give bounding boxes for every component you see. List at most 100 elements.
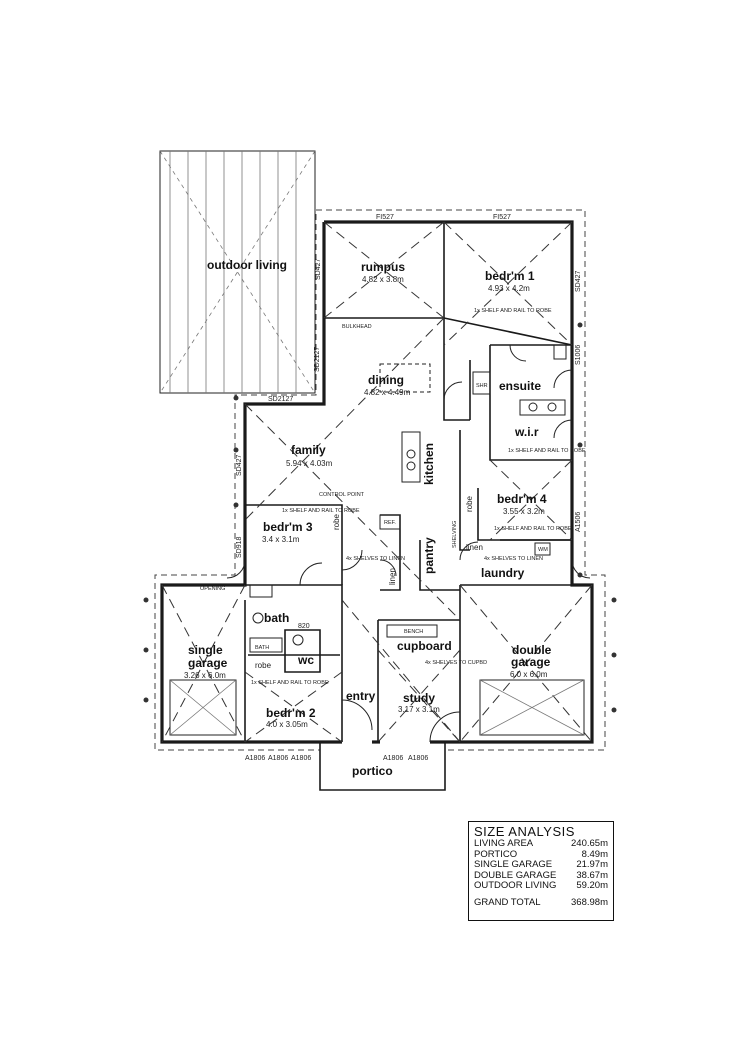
win-family-top: SD2127	[268, 396, 293, 403]
size-row-label: SINGLE GARAGE	[474, 859, 553, 870]
size-row: DOUBLE GARAGE 38.67m	[474, 869, 608, 882]
label-portico: portico	[352, 764, 393, 778]
label-cupboard: cupboard	[397, 639, 452, 653]
note-control-point: CONTROL POINT	[319, 492, 365, 498]
door-820: 820	[298, 623, 310, 630]
size-dining: 4.82 x 4.49m	[364, 388, 411, 397]
label-linen: linen	[466, 543, 483, 552]
size-row: OUTDOOR LIVING 59.20m	[474, 880, 608, 892]
win-rumpus-side: SD2127	[314, 347, 321, 372]
label-kitchen: kitchen	[422, 443, 436, 485]
label-wir: w.i.r	[514, 425, 539, 439]
bath-tub	[249, 637, 283, 653]
size-analysis-table: SIZE ANALYSIS LIVING AREA 240.65m PORTIC…	[468, 821, 614, 921]
size-row-label: LIVING AREA	[474, 838, 534, 849]
fixtures	[249, 344, 567, 653]
door-swings	[226, 344, 591, 743]
interior-walls	[244, 222, 592, 742]
label-rumpus: rumpus	[361, 260, 405, 274]
size-family: 5.94 x 4.03m	[286, 459, 333, 468]
label-double-garage-1: double	[512, 643, 552, 657]
label-ensuite: ensuite	[499, 379, 541, 393]
size-row-value: 240.65m	[571, 838, 608, 849]
size-row-label: PORTICO	[474, 848, 518, 860]
note-bench: BENCH	[404, 629, 423, 635]
vanity	[519, 399, 566, 416]
label-wc: wc	[297, 653, 314, 667]
win-front-3: A1806	[291, 755, 311, 762]
win-bed3-side: SD918	[236, 536, 243, 558]
size-total-label: GRAND TOTAL	[474, 896, 541, 908]
size-single-garage: 3.26 x 6.0m	[184, 671, 226, 680]
win-front-4: A1806	[383, 755, 403, 762]
note-bath: BATH	[255, 645, 269, 651]
fridge	[379, 514, 401, 530]
win-front-1: A1806	[245, 755, 265, 762]
note-robe-shelf-4: 1x SHELF AND RAIL TO ROBE	[251, 680, 329, 686]
label-outdoor-living: outdoor living	[207, 258, 287, 272]
size-analysis-title: SIZE ANALYSIS	[474, 824, 575, 839]
note-shr: SHR	[476, 383, 488, 389]
label-robe-bed3: robe	[332, 513, 341, 530]
note-robe-shelf-5: 1x SHELF AND RAIL TO ROBE	[474, 308, 552, 314]
label-shelving: SHELVING	[452, 521, 458, 548]
note-bulkhead: BULKHEAD	[342, 324, 372, 330]
win-ensuite-side: S1006	[575, 345, 582, 365]
label-bedroom1: bedr'm 1	[485, 269, 535, 283]
win-family-side: SD427	[236, 454, 243, 476]
size-rumpus: 4.82 x 3.8m	[362, 275, 404, 284]
win-top-right: FI527	[493, 214, 511, 221]
room-labels: outdoor living rumpus 4.82 x 3.8m bedr'm…	[184, 258, 552, 778]
win-front-5: A1806	[408, 755, 428, 762]
label-entry: entry	[346, 689, 376, 703]
size-row-value: 59.20m	[576, 880, 608, 891]
note-shelves-cupbd: 4x SHELVES TO CUPBD	[425, 660, 487, 666]
toilet	[292, 634, 304, 646]
bench	[386, 624, 438, 638]
note-opening: OPENING	[200, 586, 225, 592]
size-row-label: OUTDOOR LIVING	[474, 880, 557, 891]
label-study: study	[403, 691, 435, 705]
size-bedroom1: 4.93 x 4.2m	[488, 284, 530, 293]
label-linen-2: linen	[388, 568, 397, 585]
win-bed1-side: SD427	[575, 270, 582, 292]
note-ref: REF.	[384, 520, 396, 526]
boundary-markers	[143, 322, 617, 713]
size-total-row: GRAND TOTAL 368.98m	[474, 896, 608, 909]
label-double-garage-2: garage	[511, 655, 551, 669]
size-double-garage: 6.0 x 6.0m	[510, 670, 548, 679]
size-bedroom4: 3.55 x 3.2m	[503, 507, 545, 516]
label-laundry: laundry	[481, 566, 525, 580]
kitchen-island	[401, 431, 421, 483]
label-pantry: pantry	[422, 537, 436, 574]
label-dining: dining	[368, 373, 404, 387]
win-outdoor-side: SD427	[315, 258, 322, 280]
notes: OPENING BATH SHR REF. WM BENCH 1x SHELF …	[200, 308, 586, 686]
shower	[472, 371, 491, 395]
note-robe-shelf-1: 1x SHELF AND RAIL TO ROBE	[282, 508, 360, 514]
size-row: PORTICO 8.49m	[474, 848, 608, 861]
size-study: 3.17 x 3.1m	[398, 705, 440, 714]
note-shelves-linen-2: 4x SHELVES TO LINEN	[484, 556, 543, 562]
label-robe-bed4: robe	[465, 495, 474, 512]
size-row-value: 21.97m	[576, 859, 608, 870]
size-row: SINGLE GARAGE 21.97m	[474, 859, 608, 871]
washing-machine	[534, 542, 551, 556]
note-wm: WM	[538, 547, 548, 553]
size-row-value: 8.49m	[581, 848, 608, 860]
window-codes: FI527 FI527 SD2127 SD2127 SD427 SD427 SD…	[236, 214, 582, 762]
win-top-left: FI527	[376, 214, 394, 221]
label-bedroom4: bedr'm 4	[497, 492, 547, 506]
size-row-label: DOUBLE GARAGE	[474, 869, 557, 881]
size-total-value: 368.98m	[571, 896, 608, 908]
win-front-2: A1806	[268, 755, 288, 762]
note-robe-shelf-3: 1x SHELF AND RAIL TO ROBE	[494, 526, 572, 532]
size-row: LIVING AREA 240.65m	[474, 838, 608, 850]
label-single-garage-1: single	[188, 643, 223, 657]
label-robe-bath: robe	[255, 661, 272, 670]
room-diagonals	[161, 221, 593, 743]
size-bedroom2: 4.0 x 3.05m	[266, 720, 308, 729]
garage-doors	[169, 679, 585, 736]
outdoor-living-pergola	[159, 150, 316, 394]
label-family: family	[291, 443, 326, 457]
